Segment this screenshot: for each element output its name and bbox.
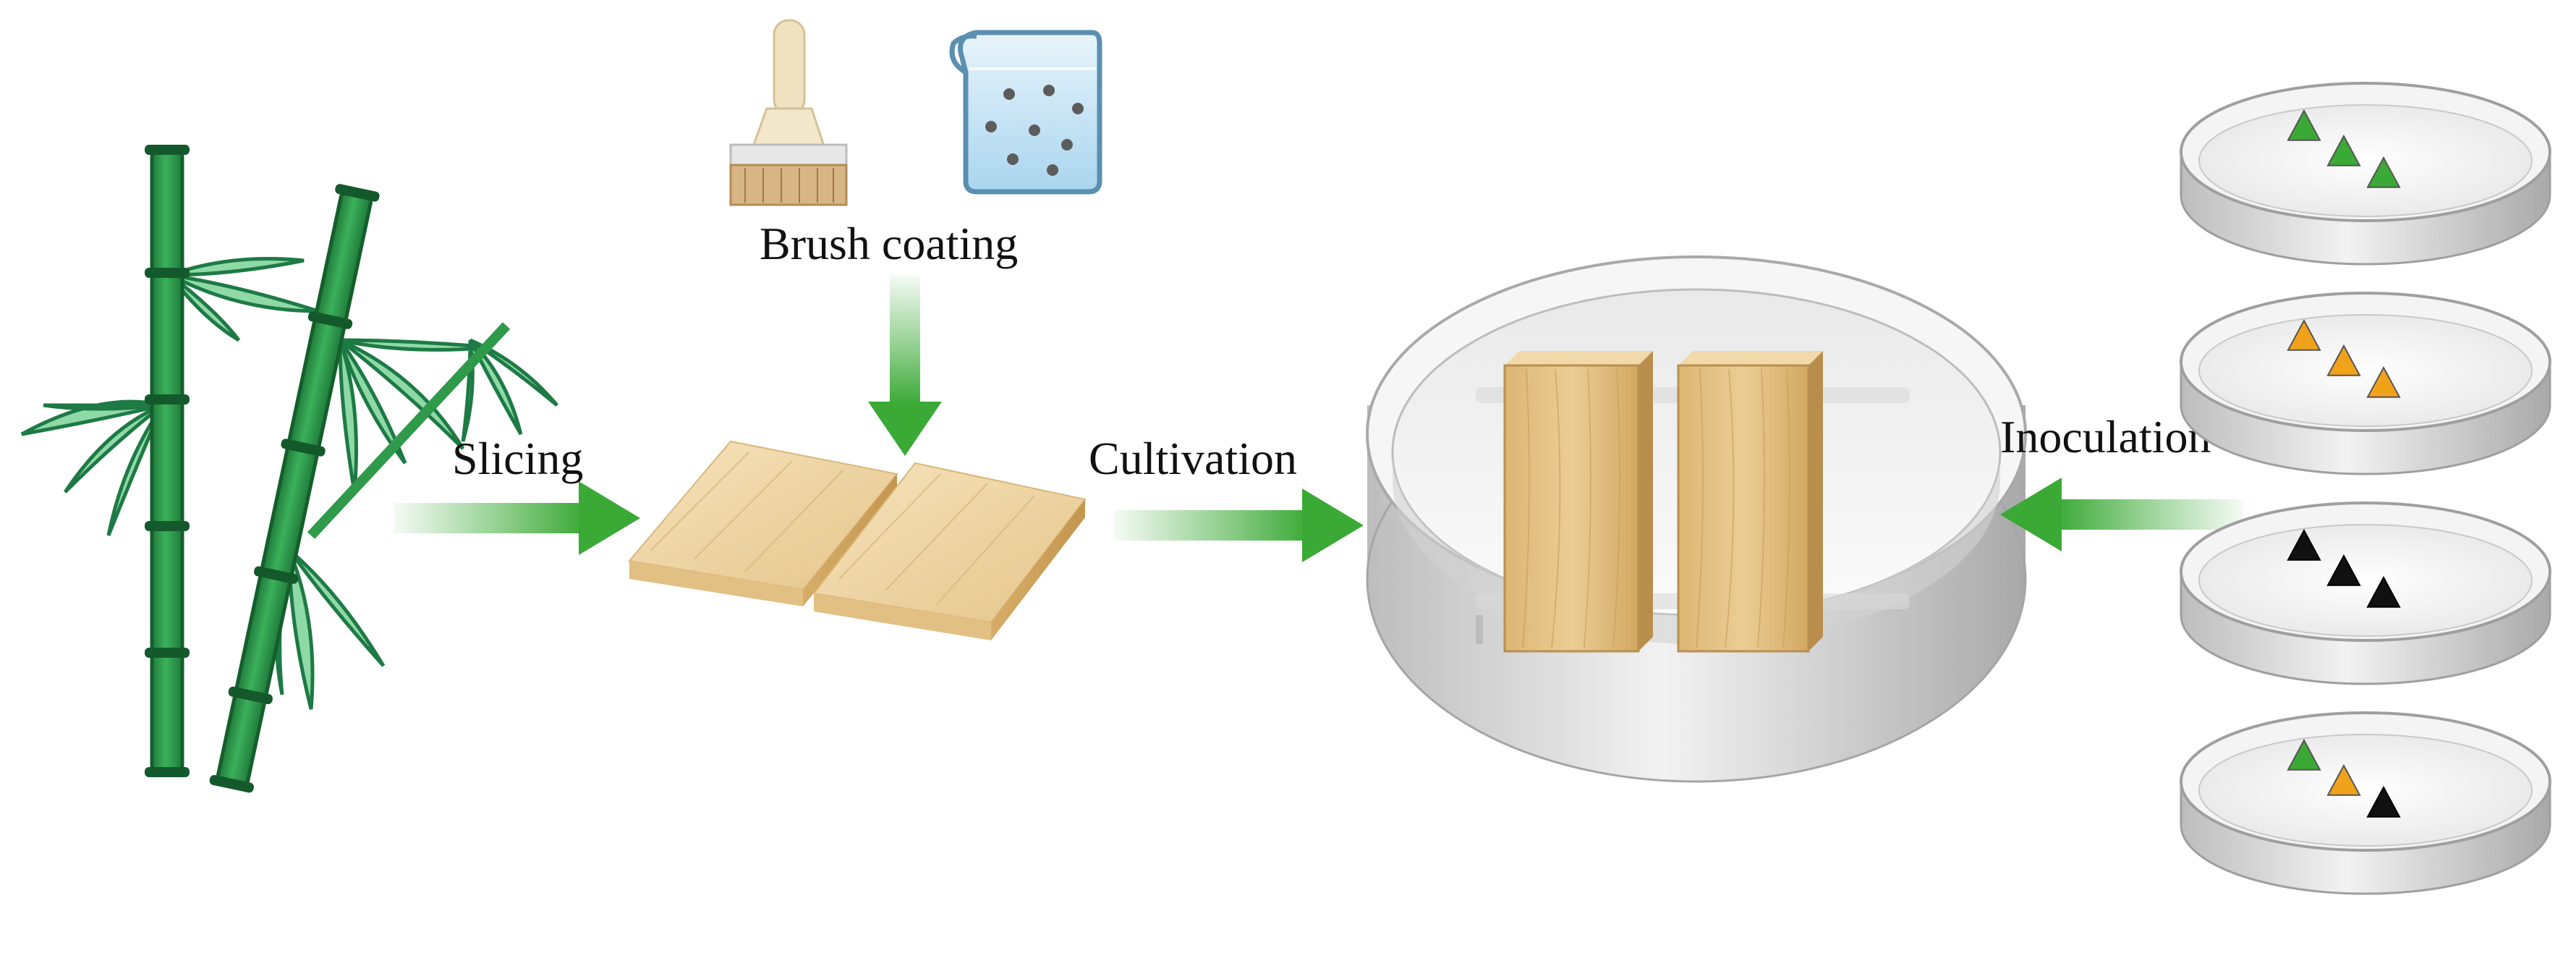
wood-block-left xyxy=(1503,351,1653,653)
slicing-label: Slicing xyxy=(452,433,583,484)
triangle-marker-orange xyxy=(2326,763,2361,796)
bamboo-stem-right xyxy=(209,184,380,793)
triangle-marker-black xyxy=(2366,785,2401,818)
triangle-marker-green xyxy=(2287,109,2321,141)
wood-slice-right xyxy=(812,462,1087,640)
triangle-marker-black xyxy=(2326,554,2361,586)
inoculation-label: Inoculation xyxy=(2000,411,2211,462)
bamboo-illustration xyxy=(20,145,558,793)
bamboo-branch xyxy=(307,322,511,539)
triangle-marker-orange xyxy=(2366,365,2401,398)
triangle-marker-green xyxy=(2287,738,2321,771)
beaker-icon xyxy=(949,30,1102,195)
cultivation-arrow xyxy=(1114,488,1364,562)
small-petri-dish xyxy=(2180,82,2551,266)
inoculation-arrow xyxy=(2000,478,2243,551)
small-petri-dish xyxy=(2180,501,2551,685)
small-petri-dish-stack xyxy=(2180,82,2551,895)
triangle-marker-orange xyxy=(2326,344,2361,376)
wood-blocks xyxy=(1503,351,1823,653)
triangle-marker-black xyxy=(2287,528,2321,561)
triangle-marker-orange xyxy=(2287,318,2321,351)
small-petri-dish xyxy=(2180,292,2551,475)
cultivation-label: Cultivation xyxy=(1089,433,1297,484)
slicing-arrow xyxy=(394,481,640,555)
triangle-marker-black xyxy=(2366,575,2401,608)
wood-block-right xyxy=(1677,351,1823,653)
triangle-marker-green xyxy=(2366,156,2401,188)
bamboo-stem-left xyxy=(145,145,190,777)
wood-slices xyxy=(628,440,1087,640)
brush-coating-label: Brush coating xyxy=(760,218,1018,269)
brush-coating-arrow xyxy=(868,275,942,456)
brush-icon xyxy=(729,19,848,206)
small-petri-dish xyxy=(2180,711,2551,895)
wood-slice-left xyxy=(628,440,898,606)
triangle-marker-green xyxy=(2326,134,2361,166)
